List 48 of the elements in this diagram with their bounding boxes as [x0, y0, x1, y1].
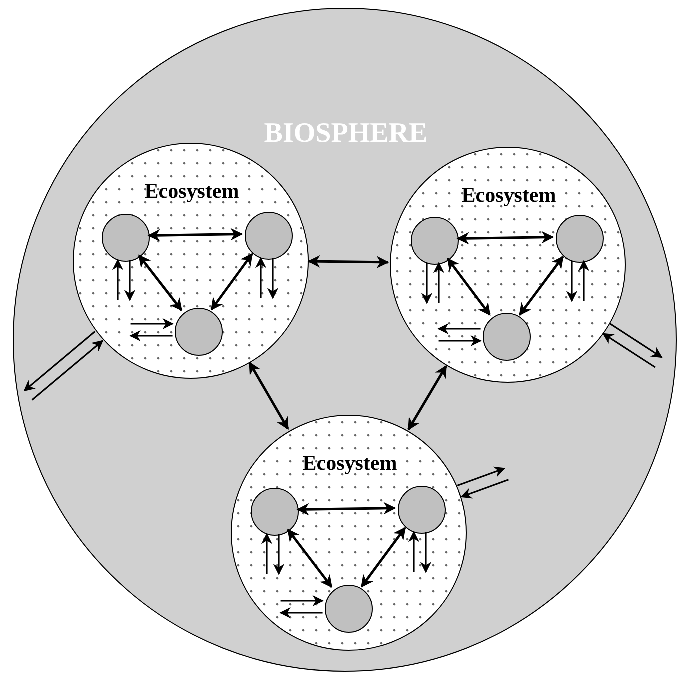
double-arrow — [148, 228, 244, 242]
arrow — [566, 261, 578, 302]
arrow — [261, 533, 273, 574]
double-arrow — [308, 255, 390, 269]
small-circle — [102, 214, 150, 262]
ecosystem-label: Ecosystem — [302, 450, 398, 476]
arrow — [32, 340, 104, 401]
small-circle — [245, 212, 293, 260]
double-arrow — [210, 253, 254, 311]
arrow — [130, 318, 174, 330]
double-arrow — [447, 258, 491, 316]
small-circle — [175, 308, 223, 356]
arrow — [280, 607, 323, 619]
arrow — [420, 532, 432, 574]
small-circle — [556, 215, 604, 263]
double-arrow — [456, 231, 554, 245]
ecosystem-label: Ecosystem — [144, 178, 240, 204]
small-circle — [325, 585, 373, 633]
arrow — [602, 333, 656, 368]
arrow — [421, 263, 433, 304]
arrow — [112, 259, 124, 300]
arrow — [130, 330, 173, 342]
arrow — [124, 260, 136, 302]
arrow — [24, 331, 96, 392]
arrow — [267, 258, 279, 300]
arrow — [433, 262, 445, 304]
double-arrow — [138, 254, 183, 312]
small-circle — [483, 313, 531, 361]
arrow — [438, 323, 481, 335]
double-arrow — [287, 528, 333, 588]
arrow — [578, 260, 590, 302]
arrow — [438, 335, 482, 347]
double-arrow — [408, 365, 448, 431]
small-circle — [411, 217, 459, 265]
small-circle — [251, 488, 299, 536]
arrow — [408, 531, 420, 572]
double-arrow — [360, 527, 406, 588]
arrow — [280, 595, 324, 607]
double-arrow — [518, 256, 564, 316]
ecosystem-label: Ecosystem — [462, 182, 556, 208]
arrow — [273, 534, 285, 576]
small-circle — [398, 486, 446, 534]
arrow — [609, 323, 663, 358]
arrow — [460, 479, 509, 499]
double-arrow — [248, 362, 290, 430]
arrow — [255, 257, 267, 298]
arrow — [457, 466, 506, 486]
double-arrow — [296, 502, 396, 516]
